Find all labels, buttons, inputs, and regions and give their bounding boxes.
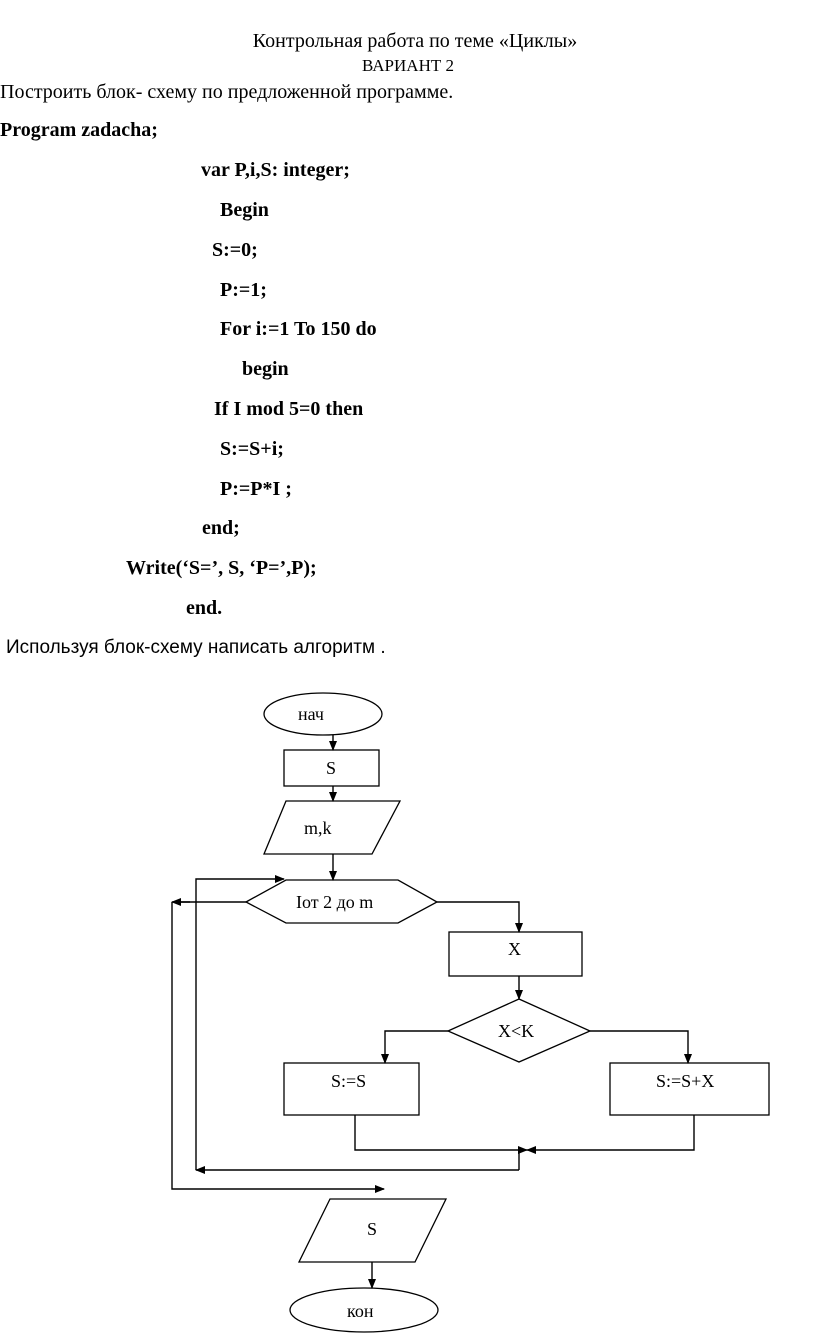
arrow-loop-to-x — [437, 901, 523, 933]
arrow-decision-right — [590, 1030, 692, 1064]
left-assign-box — [283, 1062, 420, 1116]
code-line-p-init: P:=1; — [220, 279, 267, 301]
code-line-begin: Begin — [220, 199, 269, 221]
loop-label: Iот 2 до m — [296, 892, 373, 912]
decision-label: X<K — [498, 1021, 534, 1041]
code-line-s-init: S:=0; — [212, 239, 258, 261]
code-line-s-add: S:=S+i; — [220, 438, 284, 460]
process-s-label: S — [326, 758, 336, 778]
left-assign-label: S:=S — [331, 1071, 366, 1091]
process-x-label: X — [508, 939, 521, 959]
code-line-write: Write(‘S=’, S, ‘P=’,P); — [126, 557, 317, 579]
code-line-if: If I mod 5=0 then — [214, 398, 364, 420]
right-assign-box — [609, 1062, 770, 1116]
code-line-p-mul: P:=P*I ; — [220, 478, 292, 500]
end-label: кон — [347, 1301, 374, 1321]
code-line-loop-begin: begin — [242, 358, 289, 380]
arrow-loop-return — [195, 875, 285, 1170]
arrow-right-to-merge — [526, 1115, 695, 1154]
code-line-var: var P,i,S: integer; — [201, 159, 350, 181]
output-parallelogram — [297, 1198, 448, 1263]
arrow-decision-left — [381, 1030, 448, 1064]
arrow-left-to-merge — [354, 1115, 528, 1154]
process-s-box — [283, 749, 380, 787]
start-terminator — [263, 692, 383, 736]
start-label: нач — [298, 704, 324, 724]
input-label: m,k — [304, 818, 332, 838]
instruction-text: Используя блок-схему написать алгоритм . — [6, 637, 386, 658]
variant-label: ВАРИАНТ 2 — [362, 56, 454, 75]
process-x-box — [448, 931, 583, 977]
input-parallelogram — [263, 800, 402, 855]
task-text: Построить блок- схему по предложенной пр… — [0, 81, 454, 103]
end-terminator — [289, 1287, 439, 1333]
code-line-program: Program zadacha; — [0, 119, 158, 141]
code-line-loop-end: end; — [202, 517, 240, 539]
page-title: Контрольная работа по теме «Циклы» — [252, 30, 578, 52]
code-line-end: end. — [186, 597, 223, 619]
arrow-exit-to-output — [171, 902, 385, 1193]
code-line-for: For i:=1 To 150 do — [220, 318, 377, 340]
output-label: S — [367, 1219, 377, 1239]
right-assign-label: S:=S+X — [656, 1071, 714, 1091]
